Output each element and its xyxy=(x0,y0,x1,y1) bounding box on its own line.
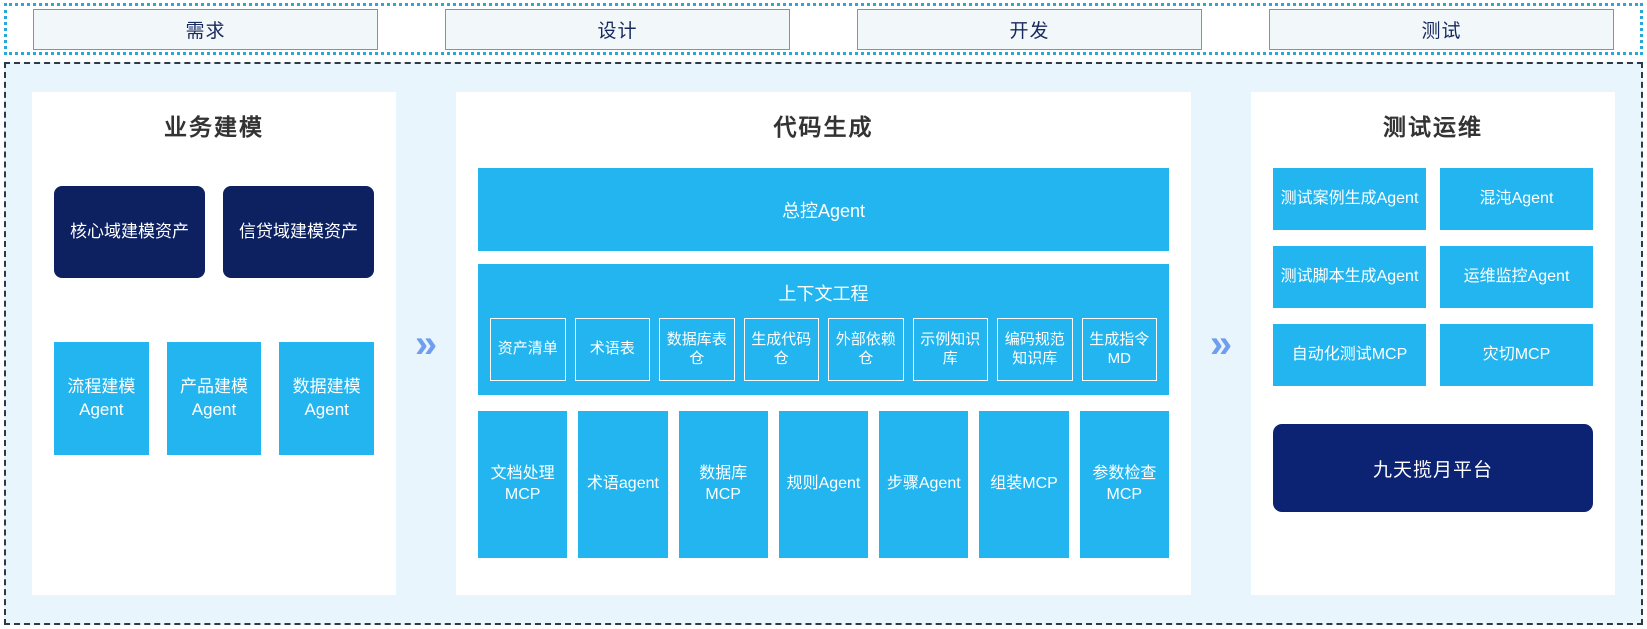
context-item-asset-list[interactable]: 资产清单 xyxy=(490,318,566,381)
ops-box-ops-monitoring-agent[interactable]: 运维监控Agent xyxy=(1440,246,1593,308)
tool-box-rule-agent[interactable]: 规则Agent xyxy=(778,411,869,558)
tool-box-parameter-check-mcp[interactable]: 参数检查MCP xyxy=(1079,411,1169,558)
phase-label: 设计 xyxy=(597,20,638,42)
ops-box-chaos-agent[interactable]: 混沌Agent xyxy=(1440,168,1593,230)
platform-label: 九天揽月平台 xyxy=(1372,459,1493,481)
context-item-row: 资产清单 术语表 数据库表仓 生成代码仓 xyxy=(490,318,1157,381)
code-generation-panel: 代码生成 总控Agent 上下文工程 资产清单 术语表 xyxy=(456,92,1191,595)
context-item-example-knowledge-base[interactable]: 示例知识库 xyxy=(912,318,988,381)
platform-box-jiutian-lanyue[interactable]: 九天揽月平台 xyxy=(1273,424,1593,512)
context-item-coding-standard-knowledge-base[interactable]: 编码规范知识库 xyxy=(997,318,1073,381)
context-item-label: 资产清单 xyxy=(497,340,558,358)
agent-box-product-modeling[interactable]: 产品建模Agent xyxy=(166,342,262,455)
right-column: 测试运维 测试案例生成Agent 混沌Agent 测试脚本生成Agent xyxy=(1251,64,1641,623)
tool-label: 数据库MCP xyxy=(699,464,748,503)
main-region: 业务建模 核心域建模资产 信贷域建模资产 流程建模Agent xyxy=(4,62,1643,625)
arrow-column-left: » xyxy=(396,64,456,623)
tool-box-step-agent[interactable]: 步骤Agent xyxy=(879,411,969,558)
ops-label: 运维监控Agent xyxy=(1463,267,1570,285)
context-item-label: 生成指令MD xyxy=(1089,331,1150,367)
phase-label: 测试 xyxy=(1421,20,1462,42)
phase-box-design[interactable]: 设计 xyxy=(445,8,790,50)
right-panel-title: 测试运维 xyxy=(1383,114,1483,140)
ops-label: 灾切MCP xyxy=(1482,345,1551,363)
context-item-external-dependency-repo[interactable]: 外部依赖仓 xyxy=(828,318,904,381)
modeling-agent-row: 流程建模Agent 产品建模Agent 数据建模Agent xyxy=(54,342,375,455)
context-item-glossary[interactable]: 术语表 xyxy=(574,318,650,381)
phase-strip: 需求 设计 开发 测试 xyxy=(4,3,1643,55)
asset-label: 信贷域建模资产 xyxy=(239,221,358,241)
agent-label: 产品建模Agent xyxy=(180,376,248,419)
context-engineering-block: 上下文工程 资产清单 术语表 数据库表仓 xyxy=(478,264,1169,395)
double-chevron-right-icon: » xyxy=(414,321,438,366)
asset-label: 核心域建模资产 xyxy=(70,221,189,241)
right-panel-body: 测试案例生成Agent 混沌Agent 测试脚本生成Agent 运维监控Agen… xyxy=(1251,142,1615,512)
asset-box-core-domain[interactable]: 核心域建模资产 xyxy=(54,186,205,278)
ops-box-test-script-generation-agent[interactable]: 测试脚本生成Agent xyxy=(1273,246,1426,308)
ops-box-disaster-switch-mcp[interactable]: 灾切MCP xyxy=(1440,324,1593,386)
business-modeling-panel: 业务建模 核心域建模资产 信贷域建模资产 流程建模Agent xyxy=(32,92,396,595)
agent-box-data-modeling[interactable]: 数据建模Agent xyxy=(279,342,375,455)
arrow-column-right: » xyxy=(1191,64,1251,623)
ops-label: 自动化测试MCP xyxy=(1291,345,1408,363)
phase-label: 开发 xyxy=(1009,20,1050,42)
agent-label: 流程建模Agent xyxy=(67,376,136,419)
tool-box-assembly-mcp[interactable]: 组装MCP xyxy=(979,411,1069,558)
ops-box-test-case-generation-agent[interactable]: 测试案例生成Agent xyxy=(1273,168,1426,230)
context-item-generation-instruction-md[interactable]: 生成指令MD xyxy=(1081,318,1157,381)
asset-box-credit-domain[interactable]: 信贷域建模资产 xyxy=(223,186,374,278)
tool-box-glossary-agent[interactable]: 术语agent xyxy=(578,411,668,558)
phase-box-development[interactable]: 开发 xyxy=(857,8,1202,50)
tool-label: 参数检查MCP xyxy=(1092,464,1157,503)
context-item-label: 示例知识库 xyxy=(920,331,981,367)
context-engineering-title: 上下文工程 xyxy=(778,284,869,304)
center-panel-title: 代码生成 xyxy=(773,114,874,140)
tool-row: 文档处理MCP 术语agent 数据库MCP 规则Agent 步骤Agent xyxy=(478,411,1169,558)
asset-row: 核心域建模资产 信贷域建模资产 xyxy=(54,186,374,278)
ops-box-automated-test-mcp[interactable]: 自动化测试MCP xyxy=(1273,324,1426,386)
center-panel-body: 总控Agent 上下文工程 资产清单 术语表 数据库表仓 xyxy=(456,142,1191,558)
ops-grid: 测试案例生成Agent 混沌Agent 测试脚本生成Agent 运维监控Agen… xyxy=(1273,168,1593,386)
master-agent-label: 总控Agent xyxy=(781,200,866,221)
context-item-label: 数据库表仓 xyxy=(666,331,727,367)
tool-label: 规则Agent xyxy=(786,475,861,493)
context-item-label: 生成代码仓 xyxy=(751,331,812,367)
agent-label: 数据建模Agent xyxy=(292,376,361,419)
tool-box-database-mcp[interactable]: 数据库MCP xyxy=(678,411,768,558)
phase-box-testing[interactable]: 测试 xyxy=(1269,8,1614,50)
context-item-db-table-repo[interactable]: 数据库表仓 xyxy=(659,318,735,381)
phase-box-requirements[interactable]: 需求 xyxy=(33,8,378,50)
center-column: 代码生成 总控Agent 上下文工程 资产清单 术语表 xyxy=(456,64,1191,623)
left-panel-title: 业务建模 xyxy=(164,114,264,140)
tool-label: 组装MCP xyxy=(990,475,1058,493)
context-item-generated-code-repo[interactable]: 生成代码仓 xyxy=(743,318,819,381)
ops-label: 混沌Agent xyxy=(1479,189,1554,207)
context-item-label: 编码规范知识库 xyxy=(1004,331,1065,367)
ops-label: 测试脚本生成Agent xyxy=(1280,267,1419,285)
phase-label: 需求 xyxy=(185,20,226,42)
left-panel-body: 核心域建模资产 信贷域建模资产 流程建模Agent 产品建模Agent xyxy=(32,142,396,455)
test-ops-panel: 测试运维 测试案例生成Agent 混沌Agent 测试脚本生成Agent xyxy=(1251,92,1615,595)
ops-label: 测试案例生成Agent xyxy=(1280,189,1419,207)
context-item-label: 外部依赖仓 xyxy=(835,331,896,367)
context-item-label: 术语表 xyxy=(589,340,635,358)
left-column: 业务建模 核心域建模资产 信贷域建模资产 流程建模Agent xyxy=(6,64,396,623)
agent-box-process-modeling[interactable]: 流程建模Agent xyxy=(54,342,149,455)
double-chevron-right-icon: » xyxy=(1209,321,1233,366)
tool-label: 文档处理MCP xyxy=(490,464,555,503)
tool-box-document-processing-mcp[interactable]: 文档处理MCP xyxy=(478,411,568,558)
tool-label: 术语agent xyxy=(586,475,659,493)
master-agent-bar[interactable]: 总控Agent xyxy=(478,168,1169,251)
tool-label: 步骤Agent xyxy=(886,475,961,493)
